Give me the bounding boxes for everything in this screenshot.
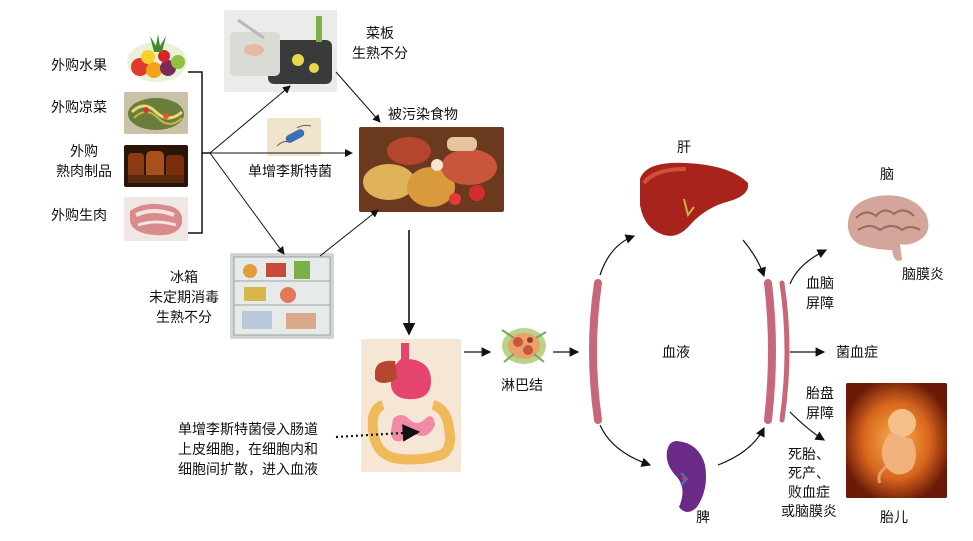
label-fetal-outcomes: 死胎、 死产、 败血症 或脑膜炎 xyxy=(781,447,837,520)
listeria-image xyxy=(267,118,321,156)
salad-image xyxy=(124,92,188,134)
label-brain: 脑 xyxy=(880,167,894,183)
label-fetus: 胎儿 xyxy=(880,510,908,526)
label-meningitis: 脑膜炎 xyxy=(902,267,944,283)
label-raw-meat: 外购生肉 xyxy=(51,208,107,224)
fetus-image xyxy=(846,383,947,498)
lymph-node-image xyxy=(496,320,552,370)
label-salad: 外购凉菜 xyxy=(51,100,107,116)
label-placental-barrier: 胎盘 屏障 xyxy=(806,386,834,422)
cooked-meat-image xyxy=(124,145,188,187)
label-bacteremia: 菌血症 xyxy=(836,345,878,361)
liver-image xyxy=(634,155,752,241)
label-listeria: 单增李斯特菌 xyxy=(248,164,332,180)
brain-image xyxy=(838,188,934,266)
label-lymph-node: 淋巴结 xyxy=(501,378,543,394)
label-liver: 肝 xyxy=(677,140,691,156)
label-contaminated-food: 被污染食物 xyxy=(388,107,458,123)
label-spleen: 脾 xyxy=(696,510,710,526)
label-fruit: 外购水果 xyxy=(51,58,107,74)
label-cutting-board: 菜板 生熟不分 xyxy=(352,26,408,62)
label-cooked-meat: 外购 熟肉制品 xyxy=(56,144,112,180)
label-fridge: 冰箱 未定期消毒 生熟不分 xyxy=(149,270,219,326)
spleen-image xyxy=(657,437,711,517)
fruit-image xyxy=(126,32,188,84)
fridge-image xyxy=(230,253,334,339)
digestive-system-image xyxy=(361,339,461,472)
contaminated-food-image xyxy=(359,127,504,212)
label-blood-brain-barrier: 血脑 屏障 xyxy=(806,276,834,312)
label-blood: 血液 xyxy=(662,345,690,361)
label-intestine-note: 单增李斯特菌侵入肠道 上皮细胞，在细胞内和 细胞间扩散，进入血液 xyxy=(178,422,318,478)
cutting-board-image xyxy=(224,10,337,92)
raw-meat-image xyxy=(124,197,188,241)
